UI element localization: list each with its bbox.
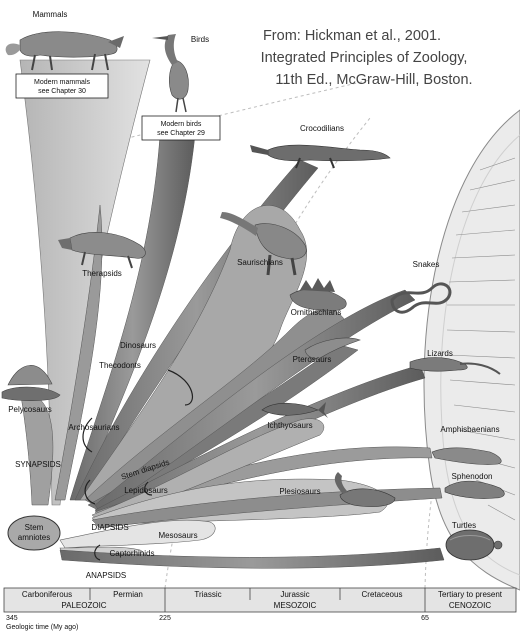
label-diapsids: DIAPSIDS [91,523,128,532]
age-225: 225 [159,615,171,622]
period-jurassic: Jurassic [280,590,309,599]
period-permian: Permian [113,590,143,599]
period-tertiary-to-present: Tertiary to present [438,590,503,599]
label-modern-birds-1: Modern birds [161,121,202,128]
label-stem-amniotes-2: amniotes [18,533,50,542]
era-paleozoic: PALEOZOIC [61,601,106,610]
age-65: 65 [421,615,429,622]
label-modern-birds-2: see Chapter 29 [157,130,205,137]
age-345: 345 [6,615,18,622]
label-turtles: Turtles [452,521,476,530]
label-thecodonts: Thecodonts [99,361,141,370]
label-pterosaurs: Pterosaurs [293,355,332,364]
label-sphenodon: Sphenodon [452,472,493,481]
label-lizards: Lizards [427,349,453,358]
label-birds: Birds [191,35,209,44]
label-saurischians: Saurischians [237,258,283,267]
label-archosaurians: Archosaurians [68,423,119,432]
citation-line-2: Integrated Principles of Zoology, [261,50,468,66]
label-modern-mammals-2: see Chapter 30 [38,88,86,95]
label-ornithischians: Ornithischians [291,308,342,317]
label-plesiosaurs: Plesiosaurs [279,487,320,496]
label-pelycosaurs: Pelycosaurs [8,405,52,414]
period-carboniferous: Carboniferous [22,590,72,599]
label-modern-mammals-1: Modern mammals [34,79,91,86]
label-dinosaurs: Dinosaurs [120,341,156,350]
geologic-time-axis-label: Geologic time (My ago) [6,624,78,631]
label-snakes: Snakes [413,260,440,269]
citation-line-3: 11th Ed., McGraw-Hill, Boston. [275,72,472,88]
label-anapsids: ANAPSIDS [86,571,126,580]
label-mammals: Mammals [33,10,68,19]
label-captorhinids: Captorhinids [110,549,155,558]
label-mesosaurs: Mesosaurs [158,531,197,540]
citation-line-1: From: Hickman et al., 2001. [263,28,441,44]
label-stem-amniotes-1: Stem [25,523,44,532]
era-mesozoic: MESOZOIC [274,601,317,610]
label-lepidosaurs: Lepidosaurs [124,486,168,495]
label-ichthyosaurs: Ichthyosaurs [267,421,312,430]
label-crocodilians: Crocodilians [300,124,344,133]
label-synapsids: SYNAPSIDS [15,460,61,469]
period-cretaceous: Cretaceous [362,590,403,599]
label-therapsids: Therapsids [82,269,122,278]
label-amphisbaenians: Amphisbaenians [440,425,499,434]
period-triassic: Triassic [194,590,221,599]
era-cenozoic: CENOZOIC [449,601,491,610]
